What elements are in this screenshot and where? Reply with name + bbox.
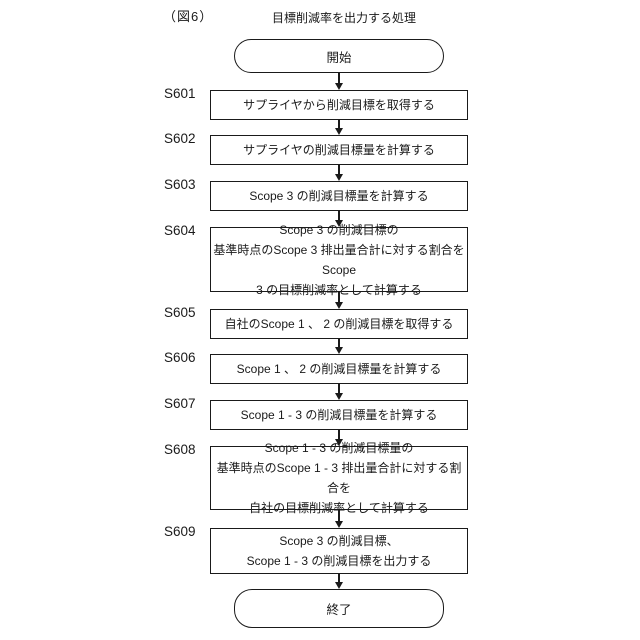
arrow-head-icon [335, 128, 343, 135]
flow-arrow [334, 292, 344, 309]
step-text: Scope 1 - 3 の削減目標量を計算する [240, 408, 438, 422]
flow-arrow [334, 384, 344, 400]
step-s601-label: S601 [164, 86, 196, 101]
step-text: 3 の目標削減率として計算する [256, 282, 422, 297]
arrow-head-icon [335, 302, 343, 309]
flow-arrow [334, 73, 344, 90]
step-s606-box: Scope 1 、 2 の削減目標量を計算する [210, 354, 468, 384]
step-text: 自社のScope 1 、 2 の削減目標を取得する [224, 317, 454, 331]
flow-arrow [334, 574, 344, 589]
step-s606-label: S606 [164, 350, 196, 365]
flow-arrow [334, 339, 344, 354]
arrow-head-icon [335, 220, 343, 227]
step-text: Scope 1 、 2 の削減目標量を計算する [236, 362, 442, 376]
arrow-head-icon [335, 521, 343, 528]
arrow-head-icon [335, 347, 343, 354]
arrow-head-icon [335, 439, 343, 446]
flowchart-title: 目標削減率を出力する処理 [271, 11, 416, 25]
step-s601-box: サプライヤから削減目標を取得する [210, 90, 468, 120]
step-text: サプライヤから削減目標を取得する [243, 98, 435, 112]
step-text: 基準時点のScope 3 排出量合計に対する割合をScope [213, 242, 465, 277]
start-terminal-label: 開始 [326, 50, 352, 65]
flow-arrow [334, 430, 344, 446]
end-terminal-label: 終了 [326, 603, 352, 617]
step-text: Scope 3 の削減目標の [279, 222, 399, 237]
step-s608-label: S608 [164, 442, 196, 457]
step-s605-label: S605 [164, 305, 196, 320]
figure-number-label: （図6） [163, 9, 214, 24]
step-s604-box: Scope 3 の削減目標の 基準時点のScope 3 排出量合計に対する割合を… [210, 223, 468, 297]
arrow-head-icon [335, 174, 343, 181]
step-text: Scope 3 の削減目標量を計算する [249, 189, 429, 203]
flow-arrow [334, 120, 344, 135]
step-s605-box: 自社のScope 1 、 2 の削減目標を取得する [210, 309, 468, 339]
flow-arrow [334, 165, 344, 181]
step-text: Scope 1 - 3 の削減目標を出力する [246, 554, 432, 568]
end-terminal: 終了 [234, 589, 444, 628]
flow-arrow [334, 211, 344, 227]
step-s608-box: Scope 1 - 3 の削減目標量の 基準時点のScope 1 - 3 排出量… [210, 441, 468, 515]
step-text: サプライヤの削減目標量を計算する [243, 143, 435, 157]
step-text: Scope 3 の削減目標、 [279, 534, 399, 548]
step-s609-box: Scope 3 の削減目標、 Scope 1 - 3 の削減目標を出力する [210, 528, 468, 574]
start-terminal: 開始 [234, 39, 444, 73]
step-text: 基準時点のScope 1 - 3 排出量合計に対する割合を [216, 461, 462, 495]
step-s607-label: S607 [164, 396, 196, 411]
arrow-head-icon [335, 83, 343, 90]
step-s602-box: サプライヤの削減目標量を計算する [210, 135, 468, 165]
step-s604-label: S604 [164, 223, 196, 238]
step-s602-label: S602 [164, 131, 196, 146]
step-s603-box: Scope 3 の削減目標量を計算する [210, 181, 468, 211]
step-s607-box: Scope 1 - 3 の削減目標量を計算する [210, 400, 468, 430]
step-s609-label: S609 [164, 524, 196, 539]
arrow-head-icon [335, 393, 343, 400]
step-text: 自社の目標削減率として計算する [249, 501, 429, 515]
step-text: Scope 1 - 3 の削減目標量の [264, 441, 414, 455]
flow-arrow [334, 510, 344, 528]
arrow-head-icon [335, 582, 343, 589]
step-s603-label: S603 [164, 177, 196, 192]
